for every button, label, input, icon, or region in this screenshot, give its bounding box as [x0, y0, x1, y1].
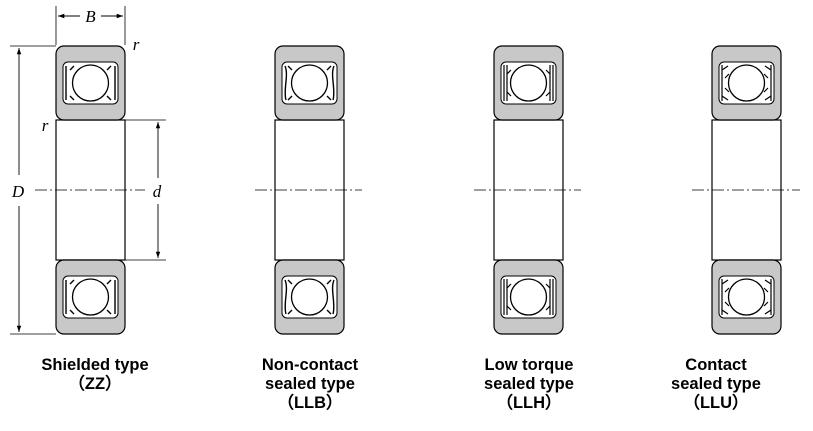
caption-llb: Non-contact sealed type （LLB） [215, 356, 405, 413]
caption-llu-line-1: Contact [685, 356, 747, 374]
caption-llh: Low torque sealed type （LLH） [434, 356, 624, 413]
dimension-d-outer: D [10, 45, 56, 335]
outer-ring-top [274, 45, 345, 121]
fillet-label-inner: r [42, 116, 49, 135]
caption-llb-line-2: sealed type [265, 375, 355, 393]
caption-llb-line-1: Non-contact [261, 356, 359, 374]
caption-llh-line-2: sealed type [484, 375, 574, 393]
outer-ring-top [493, 45, 564, 121]
outer-ring-bottom [55, 259, 126, 335]
caption-zz: Shielded type （ZZ） [0, 356, 190, 394]
dimension-b-label: B [85, 7, 96, 26]
bearing-llu [692, 45, 800, 335]
fillet-label-top: r [133, 35, 140, 54]
outer-ring-top [55, 45, 126, 121]
outer-ring-bottom [274, 259, 345, 335]
dimension-b: B [55, 6, 126, 45]
bearing-llh [474, 45, 581, 335]
dimension-d-bore-label: d [153, 182, 162, 201]
dimension-d-outer-label: D [11, 182, 25, 201]
outer-ring-bottom [493, 259, 564, 335]
caption-zz-line-2: （ZZ） [68, 375, 122, 393]
caption-llu-line-3: （LLU） [683, 394, 749, 412]
bearing-zz: B D d r r [10, 6, 166, 335]
bearing-llb [255, 45, 362, 335]
caption-llu-line-2: sealed type [671, 375, 761, 393]
caption-llh-line-3: （LLH） [496, 394, 562, 412]
caption-zz-line-1: Shielded type [41, 356, 149, 374]
outer-ring-top [711, 45, 782, 121]
outer-ring-bottom [711, 259, 782, 335]
caption-llu: Contact sealed type （LLU） [621, 356, 811, 413]
caption-llh-line-1: Low torque [484, 356, 574, 374]
caption-llb-line-3: （LLB） [277, 394, 343, 412]
dimension-d-bore: d [125, 119, 166, 261]
